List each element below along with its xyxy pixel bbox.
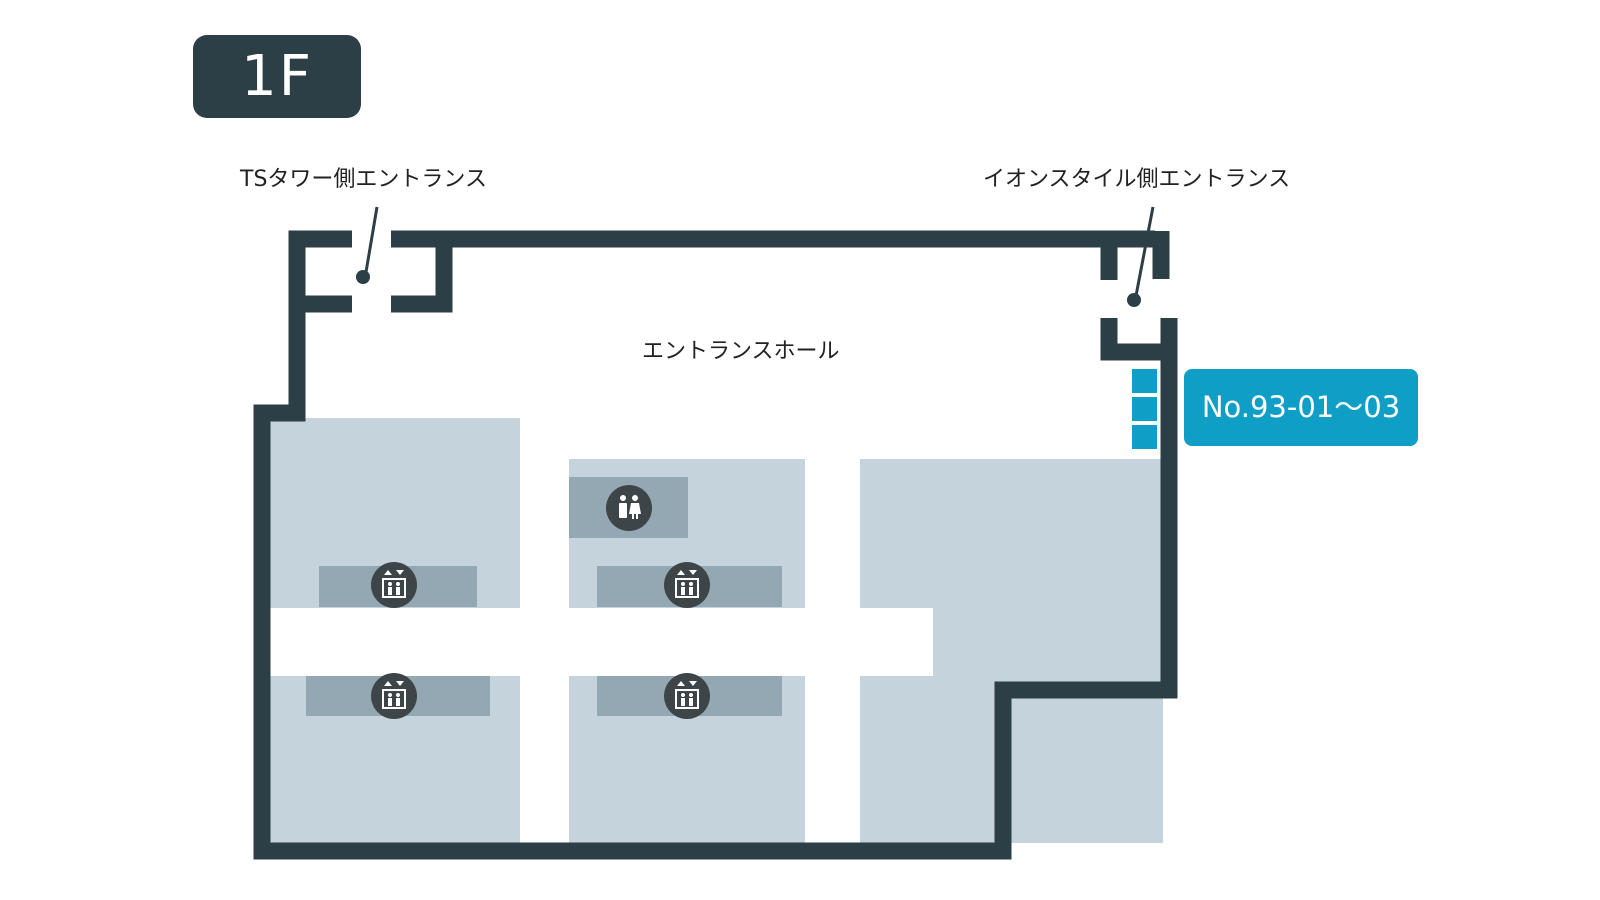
floor-areas: [270, 418, 1163, 843]
entrance-marker-icon: [1127, 293, 1141, 307]
entrance-marker-icon: [356, 270, 370, 284]
entrance-hall-label: エントランスホール: [642, 339, 840, 364]
space-number-tag[interactable]: No.93-01～03: [1184, 369, 1418, 446]
walls: [253, 230, 1178, 860]
elevator-icon: [371, 562, 417, 608]
aeon-style-entrance-label: イオンスタイル側エントランス: [983, 167, 1291, 192]
space-unit-03[interactable]: [1132, 425, 1157, 449]
ts-tower-leader: [363, 206, 379, 279]
vestibule-right-b: [1100, 318, 1169, 361]
elevator-icon: [664, 562, 710, 608]
restroom-icon: [606, 485, 652, 531]
ts-tower-entrance-label: TSタワー側エントランス: [240, 167, 487, 192]
elevator-icon: [664, 673, 710, 719]
floor-badge: 1F: [193, 35, 361, 118]
space-units[interactable]: [1132, 369, 1157, 449]
space-unit-01[interactable]: [1132, 369, 1157, 393]
space-unit-02[interactable]: [1132, 397, 1157, 421]
entrance-markers: [356, 206, 1155, 307]
vestibule-left-b: [391, 239, 453, 313]
aeon-style-leader: [1133, 206, 1155, 302]
elevator-icon: [371, 673, 417, 719]
corridor-vertical: [520, 418, 569, 843]
corridor-horizontal: [270, 608, 933, 676]
